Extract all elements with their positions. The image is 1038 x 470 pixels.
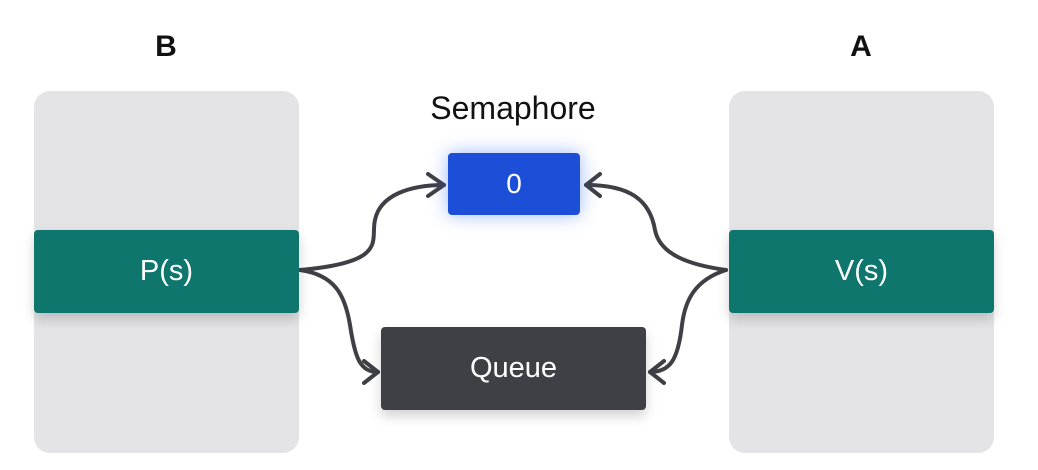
process-a-title: A xyxy=(850,30,872,63)
arrowhead-p-queue xyxy=(362,359,380,385)
edge-v-to-queue xyxy=(648,268,728,374)
p-operation-node: P(s) xyxy=(34,230,299,313)
v-operation-node: V(s) xyxy=(729,230,994,313)
edge-p-to-queue xyxy=(298,268,380,374)
queue-node: Queue xyxy=(381,327,646,410)
v-operation-label: V(s) xyxy=(834,255,889,287)
p-operation-label: P(s) xyxy=(139,255,194,287)
arrowhead-v-queue xyxy=(648,359,666,385)
semaphore-node: 0 xyxy=(448,153,580,215)
arrowhead-v-semaphore xyxy=(584,172,602,198)
arrowhead-p-semaphore xyxy=(426,172,446,198)
process-b-title: B xyxy=(155,30,177,63)
semaphore-value: 0 xyxy=(506,168,522,199)
edge-v-to-semaphore xyxy=(584,183,728,272)
semaphore-label: Semaphore xyxy=(430,90,596,126)
edge-p-to-semaphore xyxy=(298,183,446,272)
queue-label: Queue xyxy=(469,352,558,384)
